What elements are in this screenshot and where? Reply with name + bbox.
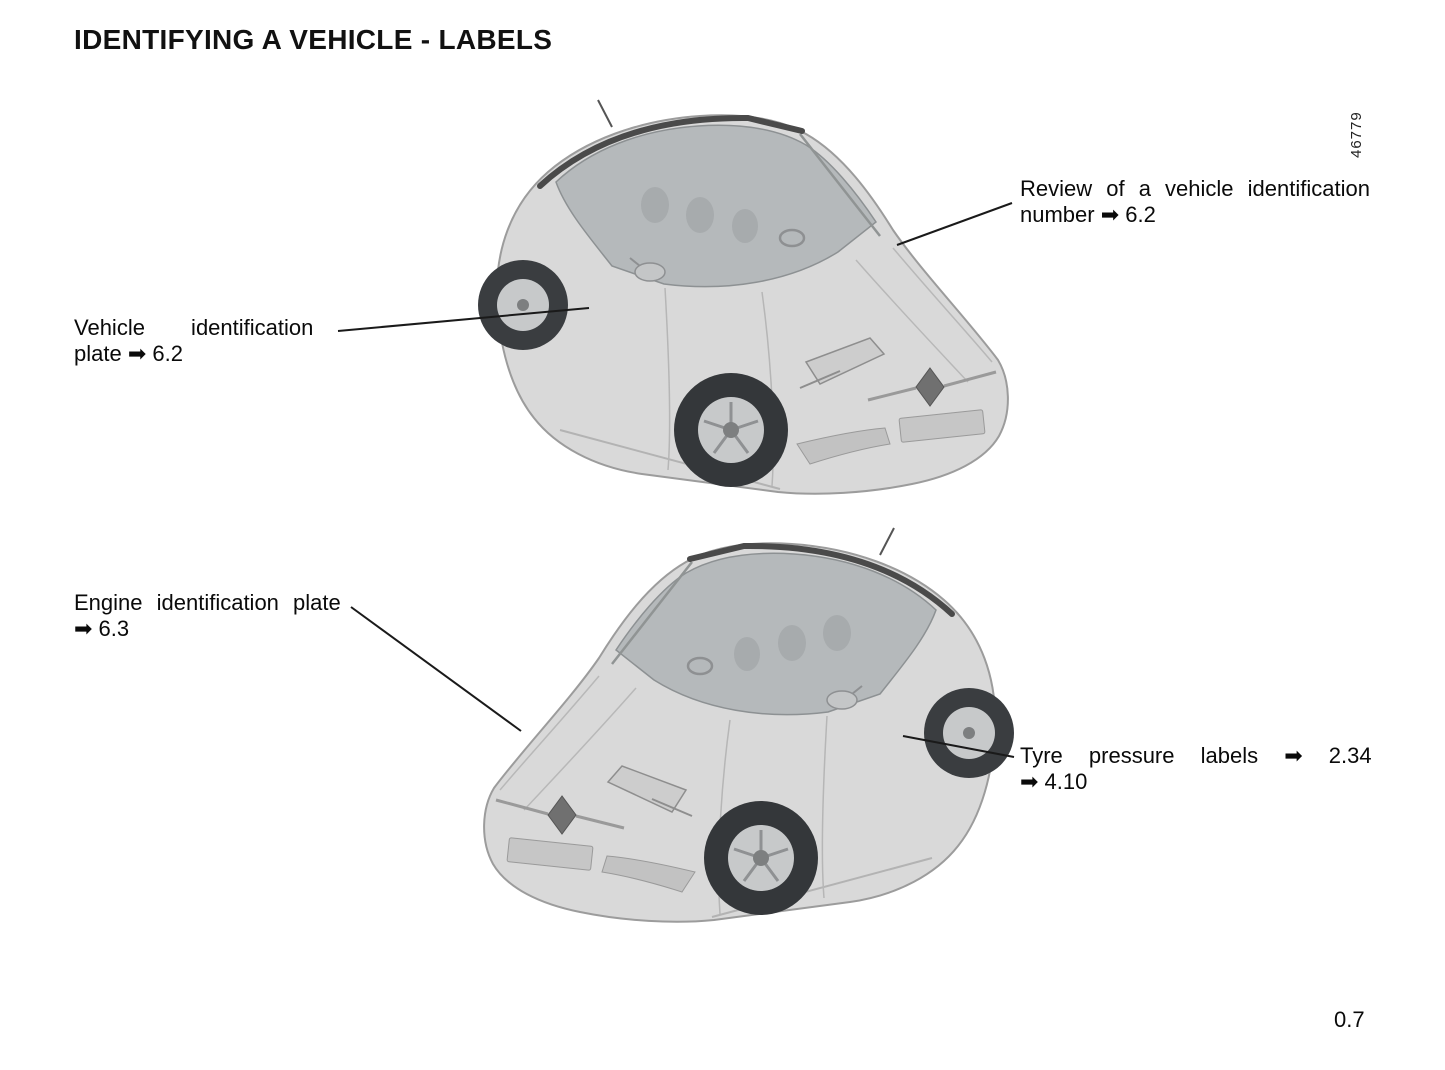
callout-line-vin-review xyxy=(896,202,1013,246)
callout-vin-review: Review of a vehicle identification numbe… xyxy=(1020,176,1376,228)
callout-line-tyre-pressure xyxy=(902,735,1015,758)
callout-tyre-pressure: Tyre pressure labels ➡ 2.34 ➡ 4.10 xyxy=(1020,743,1376,795)
callout-line-vin-plate xyxy=(337,307,590,332)
callout-vin-review-line1: Review of a vehicle identification xyxy=(1020,176,1370,201)
page-title: IDENTIFYING A VEHICLE - LABELS xyxy=(74,24,553,55)
callout-engine-plate-line1: Engine identification plate xyxy=(74,590,341,615)
figure-number: 46779 xyxy=(1348,111,1365,158)
callout-engine-plate: Engine identification plate ➡ 6.3 xyxy=(74,590,354,642)
callout-engine-plate-line2: ➡ 6.3 xyxy=(74,616,130,641)
callout-tyre-pressure-line2: ➡ 4.10 xyxy=(1020,769,1088,794)
callout-tyre-pressure-line1: Tyre pressure labels ➡ 2.34 xyxy=(1020,743,1372,768)
callout-vin-plate: Vehicle identification plate ➡ 6.2 xyxy=(74,315,337,367)
callout-vin-plate-line1: Vehicle identification xyxy=(74,315,314,340)
callout-vin-plate-line2: plate ➡ 6.2 xyxy=(74,341,183,366)
car-illustration-bottom xyxy=(484,528,1014,922)
page-number: 0.7 xyxy=(1334,1007,1365,1032)
callout-line-engine-plate xyxy=(350,606,522,732)
callout-vin-review-line2: number ➡ 6.2 xyxy=(1020,202,1156,227)
car-illustration-top xyxy=(478,100,1008,494)
